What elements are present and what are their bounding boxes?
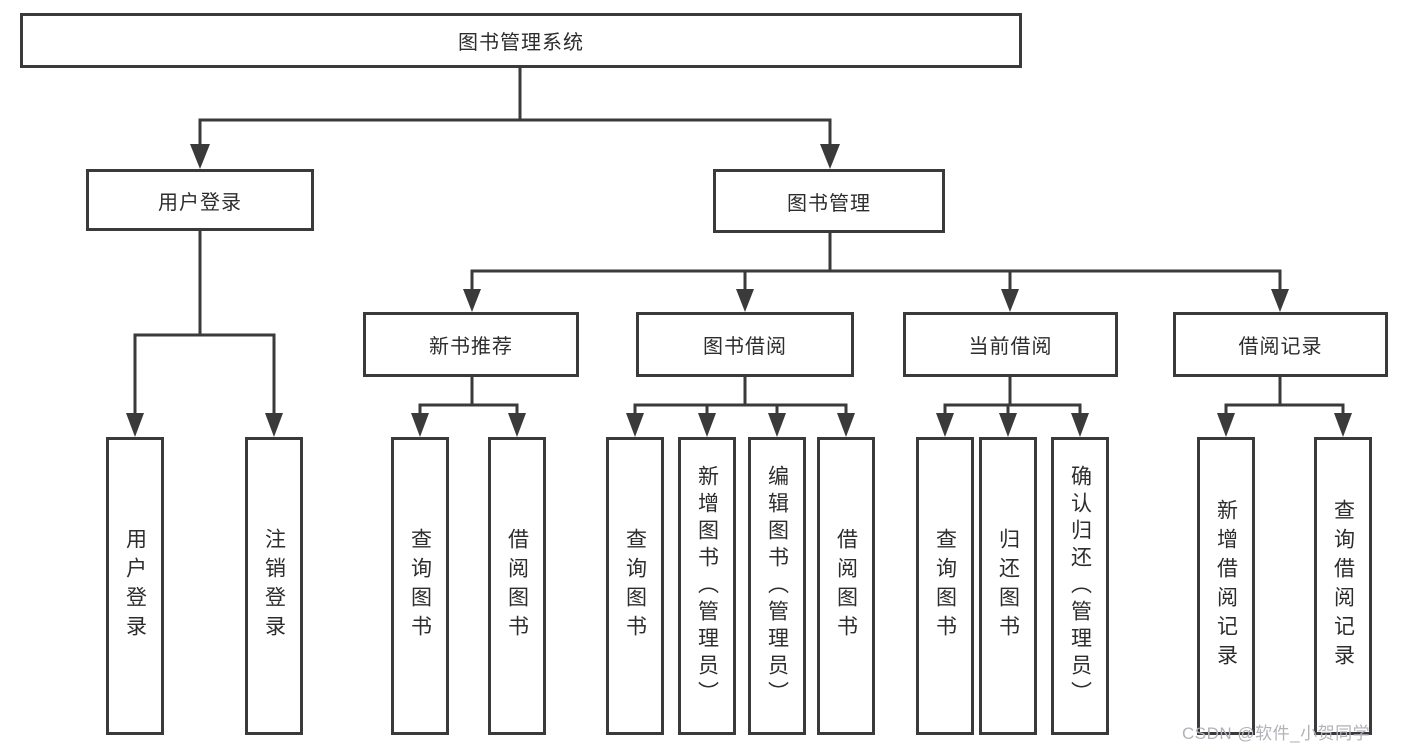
leaf-user-login: 用户登录	[106, 437, 164, 735]
leaf-borrow-book-borrowing-label: 借阅图书	[834, 528, 858, 644]
node-borrowing-records-label: 借阅记录	[1238, 336, 1323, 358]
leaf-confirm-return-admin: 确认归还（管理员）	[1051, 437, 1109, 735]
leaf-query-book-current: 查询图书	[916, 437, 974, 735]
leaf-borrow-book-newrec: 借阅图书	[488, 437, 546, 735]
leaf-add-borrow-record: 新增借阅记录	[1197, 437, 1255, 735]
node-current-borrowing: 当前借阅	[903, 312, 1118, 377]
leaf-return-book: 归还图书	[979, 437, 1037, 735]
leaf-query-book-newrec: 查询图书	[391, 437, 449, 735]
node-new-book-recommendation-label: 新书推荐	[429, 336, 513, 358]
csdn-watermark: CSDN @软件_小贺同学	[1182, 724, 1371, 743]
node-borrowing-records: 借阅记录	[1173, 312, 1388, 377]
leaf-add-book-admin-label: 新增图书（管理员）	[695, 464, 719, 708]
node-user-login: 用户登录	[86, 169, 314, 231]
leaf-borrow-book-borrowing: 借阅图书	[817, 437, 875, 735]
leaf-logout: 注销登录	[245, 437, 303, 735]
node-book-borrowing-label: 图书借阅	[703, 336, 787, 358]
node-root-system-label: 图书管理系统	[458, 32, 584, 54]
leaf-query-book-borrowing: 查询图书	[606, 437, 664, 735]
leaf-logout-label: 注销登录	[262, 528, 286, 644]
leaf-query-borrow-record: 查询借阅记录	[1314, 437, 1372, 735]
leaf-query-borrow-record-label: 查询借阅记录	[1331, 499, 1355, 673]
leaf-borrow-book-newrec-label: 借阅图书	[505, 528, 529, 644]
leaf-user-login-label: 用户登录	[123, 528, 147, 644]
arrowheads	[126, 144, 1352, 437]
leaf-query-book-newrec-label: 查询图书	[408, 528, 432, 644]
leaf-query-book-current-label: 查询图书	[933, 528, 957, 644]
node-book-borrowing: 图书借阅	[636, 312, 854, 377]
node-current-borrowing-label: 当前借阅	[968, 336, 1053, 358]
node-new-book-recommendation: 新书推荐	[363, 312, 579, 377]
leaf-add-book-admin: 新增图书（管理员）	[678, 437, 736, 735]
leaf-edit-book-admin-label: 编辑图书（管理员）	[765, 464, 789, 708]
node-user-login-label: 用户登录	[158, 191, 242, 214]
node-book-management: 图书管理	[713, 169, 945, 233]
leaf-confirm-return-admin-label: 确认归还（管理员）	[1068, 464, 1092, 708]
leaf-add-borrow-record-label: 新增借阅记录	[1214, 499, 1238, 673]
leaf-edit-book-admin: 编辑图书（管理员）	[748, 437, 806, 735]
leaf-query-book-borrowing-label: 查询图书	[623, 528, 647, 644]
node-book-management-label: 图书管理	[787, 192, 871, 215]
leaf-return-book-label: 归还图书	[996, 528, 1020, 644]
node-root-system: 图书管理系统	[20, 13, 1022, 68]
